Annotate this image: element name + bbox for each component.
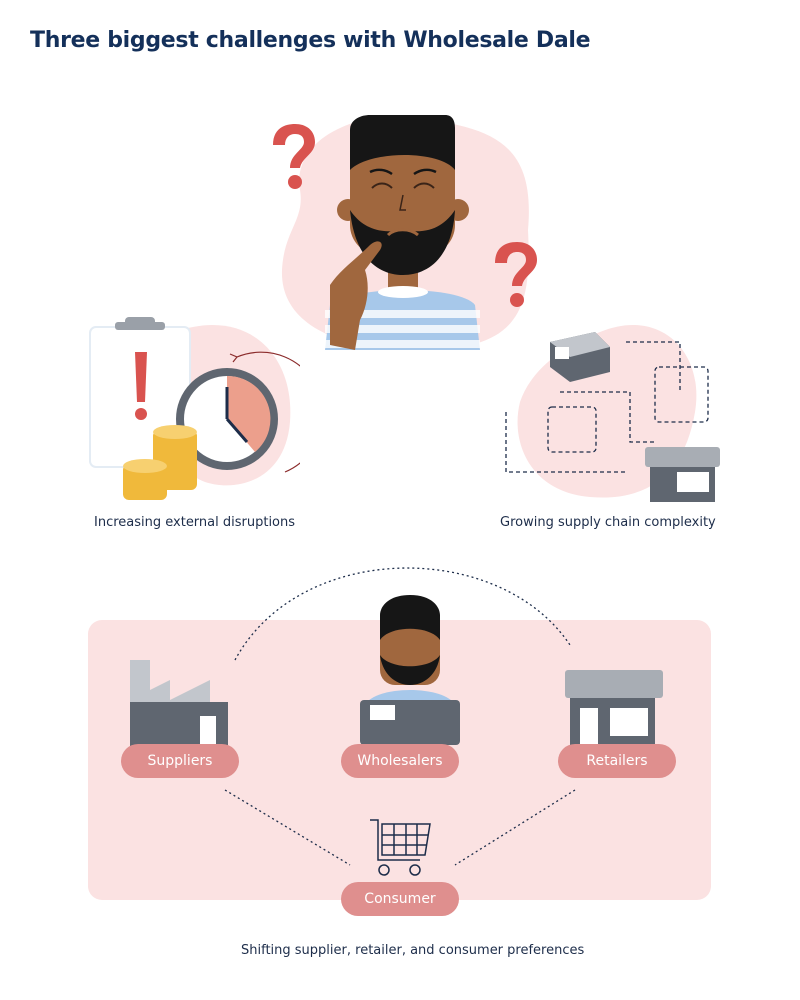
challenge-label-disruptions: Increasing external disruptions [94, 515, 296, 530]
question-mark-icon [495, 242, 537, 307]
store-icon [645, 447, 720, 502]
coins-icon [123, 425, 197, 500]
page-title: Three biggest challenges with Wholesale … [30, 28, 591, 53]
wholesaler-person-icon [360, 595, 460, 745]
shopping-cart-icon [370, 819, 431, 876]
store-icon [565, 670, 663, 753]
challenge-label-preferences: Shifting supplier, retailer, and consume… [241, 943, 585, 958]
node-retailers: Retailers [558, 744, 676, 778]
node-consumer: Consumer [341, 882, 459, 916]
value-chain-illustration [130, 567, 663, 876]
thinking-man-illustration [273, 115, 537, 350]
factory-icon [130, 660, 228, 750]
clock-icon [176, 351, 300, 473]
question-mark-icon [273, 124, 315, 189]
node-suppliers: Suppliers [121, 744, 239, 778]
external-disruptions-illustration [89, 317, 300, 500]
box-icon [550, 332, 610, 382]
supply-chain-illustration [505, 324, 720, 502]
challenge-label-complexity: Growing supply chain complexity [500, 515, 716, 530]
node-wholesalers: Wholesalers [341, 744, 459, 778]
